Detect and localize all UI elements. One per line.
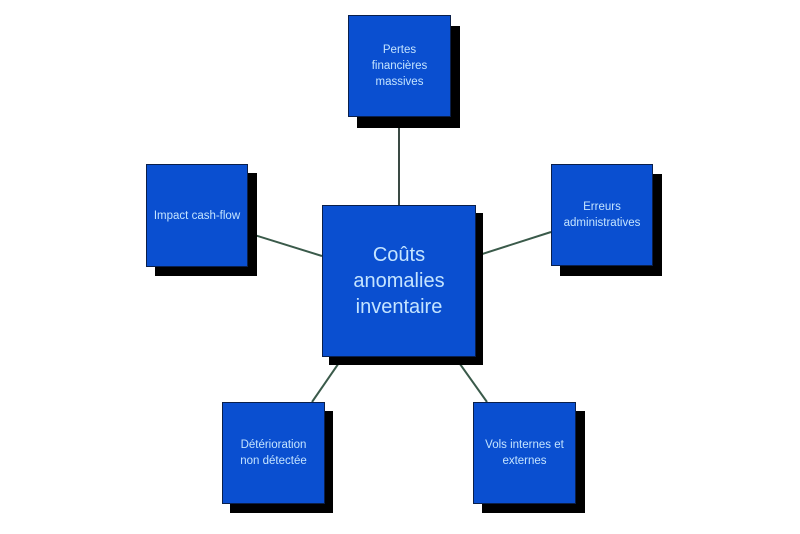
- node-box: Erreurs administratives: [551, 164, 653, 266]
- node-box: Impact cash-flow: [146, 164, 248, 267]
- node-label: Pertes financières massives: [371, 44, 428, 88]
- node-box: Détérioration non détectée: [222, 402, 325, 504]
- node-box: Pertes financières massives: [348, 15, 451, 117]
- center-node[interactable]: Coûts anomalies inventaire: [322, 205, 483, 365]
- node-label: Vols internes et externes: [485, 439, 564, 467]
- node-impact-cash-flow[interactable]: Impact cash-flow: [146, 164, 257, 276]
- center-node-box: Coûts anomalies inventaire: [322, 205, 476, 357]
- center-node-label: Coûts anomalies inventaire: [353, 244, 445, 318]
- node-label: Détérioration non détectée: [240, 439, 307, 467]
- node-erreurs-administratives[interactable]: Erreurs administratives: [551, 164, 662, 276]
- node-vols-internes-externes[interactable]: Vols internes et externes: [473, 402, 585, 513]
- node-deterioration-non-detectee[interactable]: Détérioration non détectée: [222, 402, 333, 513]
- node-box: Vols internes et externes: [473, 402, 576, 504]
- node-label: Impact cash-flow: [153, 209, 241, 222]
- node-pertes-financieres[interactable]: Pertes financières massives: [348, 15, 460, 128]
- node-label: Erreurs administratives: [563, 201, 641, 229]
- connector-right: [475, 231, 552, 257]
- connector-left: [247, 232, 323, 257]
